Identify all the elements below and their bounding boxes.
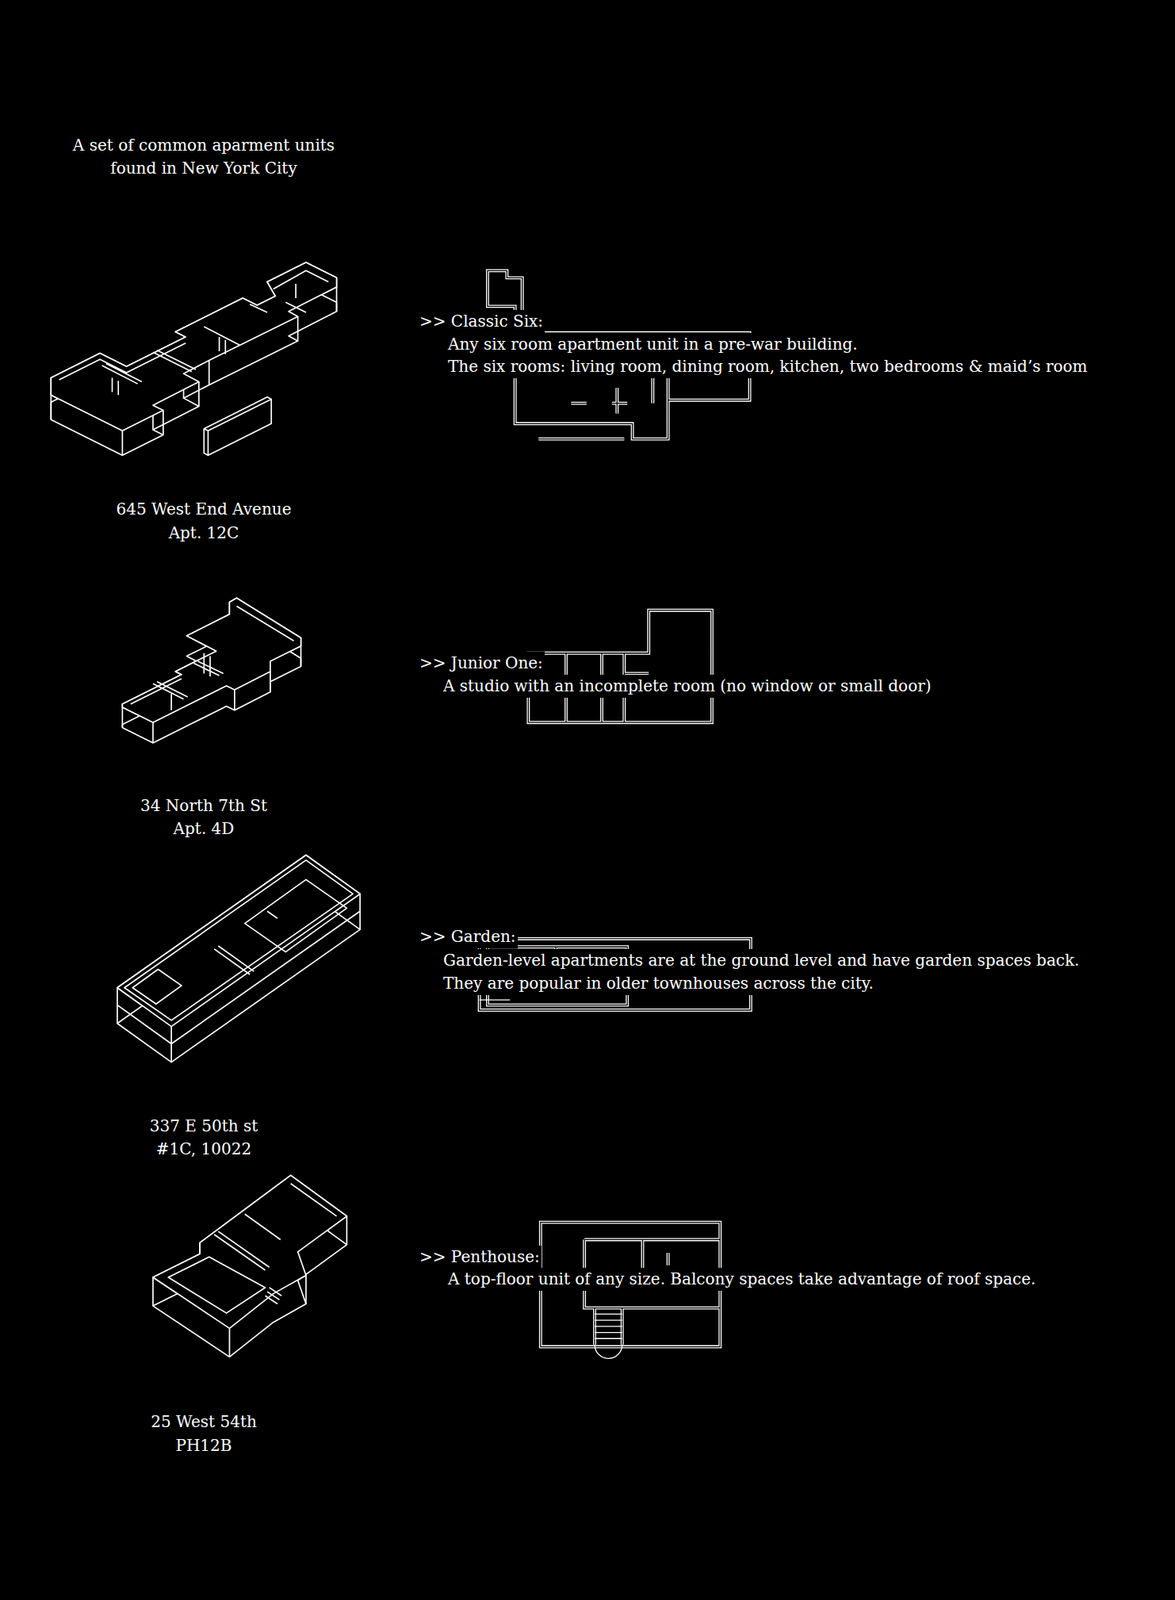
description-text: The six rooms: living room, dining room,… xyxy=(446,355,1090,379)
floor-plans xyxy=(479,270,751,1347)
wall-top xyxy=(122,597,301,723)
penthouse-isometric xyxy=(153,1175,347,1357)
interior-walls xyxy=(124,860,353,1021)
junior-one-plan xyxy=(528,610,712,724)
address-label: Apt. 12C xyxy=(167,521,242,545)
isometric-drawings xyxy=(50,262,360,1357)
interior-walls xyxy=(168,1183,337,1313)
interior-walls xyxy=(130,606,295,711)
description-text: >> Penthouse: xyxy=(417,1245,542,1269)
wall-top xyxy=(153,1175,347,1329)
garden-isometric xyxy=(117,854,360,1062)
wall-core xyxy=(528,610,712,724)
description-text: >> Garden: xyxy=(417,925,518,949)
stair-treads xyxy=(594,1313,623,1359)
interior-walls xyxy=(59,270,330,395)
address-label: #1C, 10022 xyxy=(154,1137,253,1161)
stairs xyxy=(479,959,623,1359)
floor-plan-wall-cores xyxy=(479,270,751,1347)
address-label: 34 North 7th St xyxy=(138,794,269,818)
description-text: Any six room apartment unit in a pre-war… xyxy=(446,332,860,356)
address-label: PH12B xyxy=(173,1434,234,1458)
description-text: >> Classic Six: xyxy=(417,310,545,333)
address-label: 25 West 54th xyxy=(149,1410,259,1434)
classic-six-isometric xyxy=(50,262,337,456)
wall-top xyxy=(117,854,360,1026)
address-label: 645 West End Avenue xyxy=(114,497,294,521)
description-text: A top-floor unit of any size. Balcony sp… xyxy=(446,1267,1038,1291)
junior-one-isometric xyxy=(122,597,301,743)
wall-top xyxy=(50,262,337,431)
address-label: 337 E 50th st xyxy=(148,1114,261,1138)
title: A set of common aparment units found in … xyxy=(69,133,339,180)
address-label: Apt. 4D xyxy=(172,817,237,841)
description-text: >> Junior One: xyxy=(417,651,545,675)
detached-wall xyxy=(203,397,272,456)
description-text: A studio with an incomplete room (no win… xyxy=(441,674,934,698)
description-text: Garden-level apartments are at the groun… xyxy=(441,949,1103,996)
